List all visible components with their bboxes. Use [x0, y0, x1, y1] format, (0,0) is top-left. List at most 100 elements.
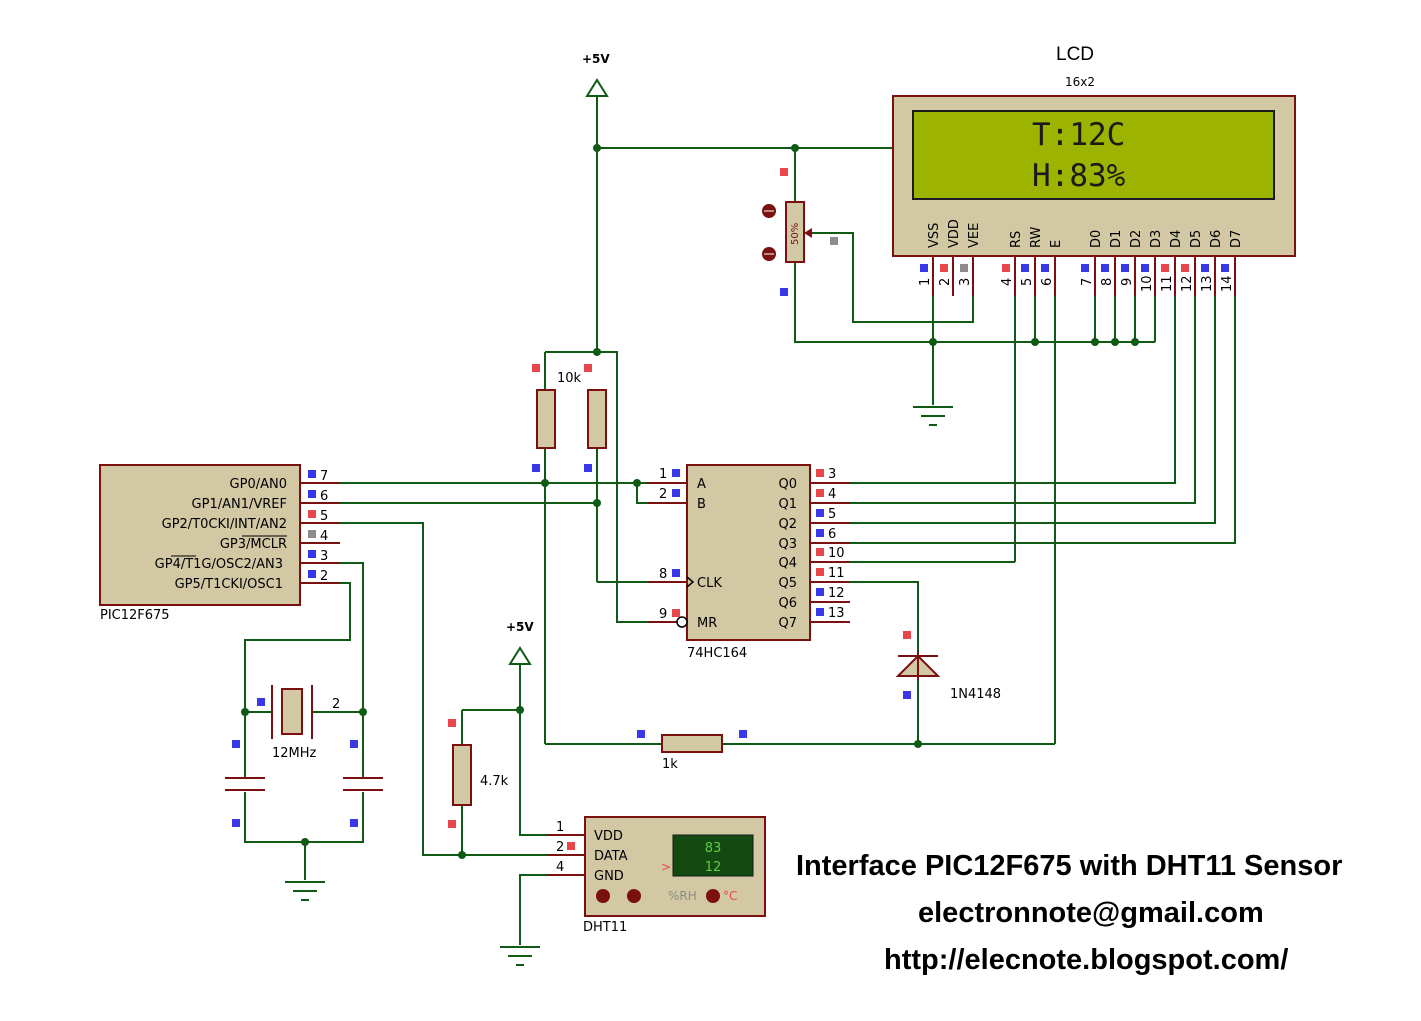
dht-rh-label: %RH	[668, 889, 697, 903]
sr-pin-num-3: 3	[828, 467, 836, 482]
lcd-pin-num-5: 5	[1020, 278, 1035, 286]
lcd-pin-num-13: 13	[1200, 275, 1215, 292]
lcd-pin-num-8: 8	[1100, 278, 1115, 286]
lcd-pin-num-14: 14	[1220, 275, 1235, 292]
lcd-pin-d2: D2	[1129, 230, 1144, 248]
lcd-module: LCD 16x2 T:12C H:83% VSS VDD VEE RS RW E…	[892, 44, 1296, 296]
dht-temp-label: °C	[723, 889, 737, 903]
sr-pin-num-5: 5	[828, 507, 836, 522]
sr-pin-num-8: 8	[659, 567, 667, 582]
lcd-pin-num-12: 12	[1180, 275, 1195, 292]
lcd-pin-num-9: 9	[1120, 278, 1135, 286]
resistor-10k-a	[532, 364, 556, 472]
pic-pin-gp5: GP5/T1CKI/OSC1	[175, 577, 283, 592]
resistor-10k-label: 10k	[557, 371, 582, 386]
lcd-pin-d0: D0	[1089, 230, 1104, 248]
lcd-title: LCD	[1056, 44, 1094, 65]
lcd-pin-d5: D5	[1189, 230, 1204, 248]
sr-pin-mr: MR	[697, 616, 717, 631]
lcd-line1: T:12C	[1032, 117, 1125, 153]
credits-email: electronnote@gmail.com	[918, 897, 1264, 929]
capacitor-right	[343, 777, 383, 791]
sr-pin-num-9: 9	[659, 607, 667, 622]
lcd-pin-d1: D1	[1109, 230, 1124, 248]
pic-pin-num-6: 6	[320, 489, 328, 504]
sr-pin-num-4: 4	[828, 487, 836, 502]
sr-pin-num-12: 12	[828, 586, 845, 601]
lcd-pin-d4: D4	[1169, 230, 1184, 248]
resistor-1k: 1k	[637, 730, 747, 772]
sr-pin-q3: Q3	[778, 537, 797, 552]
ground-icon	[500, 946, 540, 966]
lcd-pin-vss: VSS	[927, 223, 942, 248]
ground-icon	[913, 406, 953, 426]
lcd-pin-num-10: 10	[1140, 275, 1155, 292]
junctions	[241, 144, 1139, 859]
lcd-pin-vee: VEE	[967, 223, 982, 248]
sr-pin-num-11: 11	[828, 566, 845, 581]
lcd-pin-names: VSS VDD VEE RS RW E D0 D1 D2 D3 D4 D5 D6…	[927, 219, 1244, 248]
sr-pin-q4: Q4	[778, 556, 797, 571]
sr-pin-num-1: 1	[659, 467, 667, 482]
lcd-pin-d3: D3	[1149, 230, 1164, 248]
lcd-pin-num-3: 3	[958, 278, 973, 286]
sr-pin-q5: Q5	[778, 576, 797, 591]
sr-pin-b: B	[697, 497, 706, 512]
vcc-top-label: +5V	[582, 52, 610, 66]
lcd-pin-markers	[920, 264, 1229, 272]
dht-display-temp: 12	[705, 860, 722, 875]
lcd-subtitle: 16x2	[1065, 75, 1095, 89]
sr-pin-q7: Q7	[778, 616, 797, 631]
pic-pin-gp0: GP0/AN0	[230, 477, 287, 492]
dht-pin-num-2: 2	[556, 840, 564, 855]
pic-part-label: PIC12F675	[100, 608, 170, 623]
lcd-pin-d6: D6	[1209, 230, 1224, 248]
dht-temp-adjust-button[interactable]	[706, 889, 720, 903]
credits: Interface PIC12F675 with DHT11 Sensor el…	[796, 850, 1342, 976]
dht-arrow: >	[661, 860, 671, 874]
pic-pin-num-7: 7	[320, 469, 328, 484]
potentiometer[interactable]: 50%	[762, 168, 838, 296]
resistor-1k-label: 1k	[662, 757, 678, 772]
dht-pin-num-4: 4	[556, 860, 564, 875]
sr-pin-clk: CLK	[697, 576, 722, 591]
lcd-pin-vdd: VDD	[947, 219, 962, 248]
pic-pin-gp1: GP1/AN1/VREF	[192, 497, 287, 512]
dht-part-label: DHT11	[583, 920, 627, 935]
dht-rh-increase-button[interactable]	[627, 889, 641, 903]
crystal-12mhz: 2 12MHz	[257, 685, 340, 761]
sr-pin-q6: Q6	[778, 596, 797, 611]
pic-pin-num-5: 5	[320, 509, 328, 524]
lcd-pin-num-7: 7	[1080, 278, 1095, 286]
dht-pin-gnd: GND	[594, 869, 624, 884]
ground-icon	[285, 881, 325, 901]
sr-pin-q2: Q2	[778, 517, 797, 532]
sr-pin-num-6: 6	[828, 527, 836, 542]
pic-pin-num-4: 4	[320, 529, 328, 544]
lcd-pin-e: E	[1049, 240, 1064, 248]
vcc-dht-label: +5V	[506, 620, 534, 634]
lcd-pin-numbers: 1 2 3 4 5 6 7 8 9 10 11 12 13 14	[918, 275, 1235, 292]
pot-value: 50%	[790, 223, 801, 245]
capacitor-left	[225, 777, 265, 791]
vcc-dht: +5V	[506, 620, 534, 665]
shift-register-74hc164: A B CLK MR 1 2 8 9 Q0 Q1 Q2 Q3 Q4 Q5 Q6 …	[647, 464, 850, 661]
sr-pin-a: A	[697, 477, 706, 492]
dht11-sensor: VDD DATA GND 1 2 4 83 12 > %RH °C DHT11	[547, 816, 766, 935]
sr-pin-num-10: 10	[828, 546, 845, 561]
resistor-4k7-label: 4.7k	[480, 774, 509, 789]
lcd-pin-stubs	[932, 256, 1236, 296]
lcd-pin-rw: RW	[1029, 226, 1044, 248]
pic-pin-num-3: 3	[320, 549, 328, 564]
pic-pin-num-2: 2	[320, 569, 328, 584]
diode-label: 1N4148	[950, 687, 1001, 702]
crystal-label: 12MHz	[272, 746, 317, 761]
credits-url: http://elecnote.blogspot.com/	[884, 944, 1288, 976]
resistor-4k7: 4.7k	[448, 719, 509, 828]
sr-pin-num-2: 2	[659, 487, 667, 502]
lcd-line2: H:83%	[1032, 158, 1126, 194]
dht-rh-decrease-button[interactable]	[596, 889, 610, 903]
credits-title: Interface PIC12F675 with DHT11 Sensor	[796, 850, 1342, 882]
sr-pin-q1: Q1	[778, 497, 797, 512]
pic-pin-gp4: GP4/T1G/OSC2/AN3	[155, 557, 283, 572]
